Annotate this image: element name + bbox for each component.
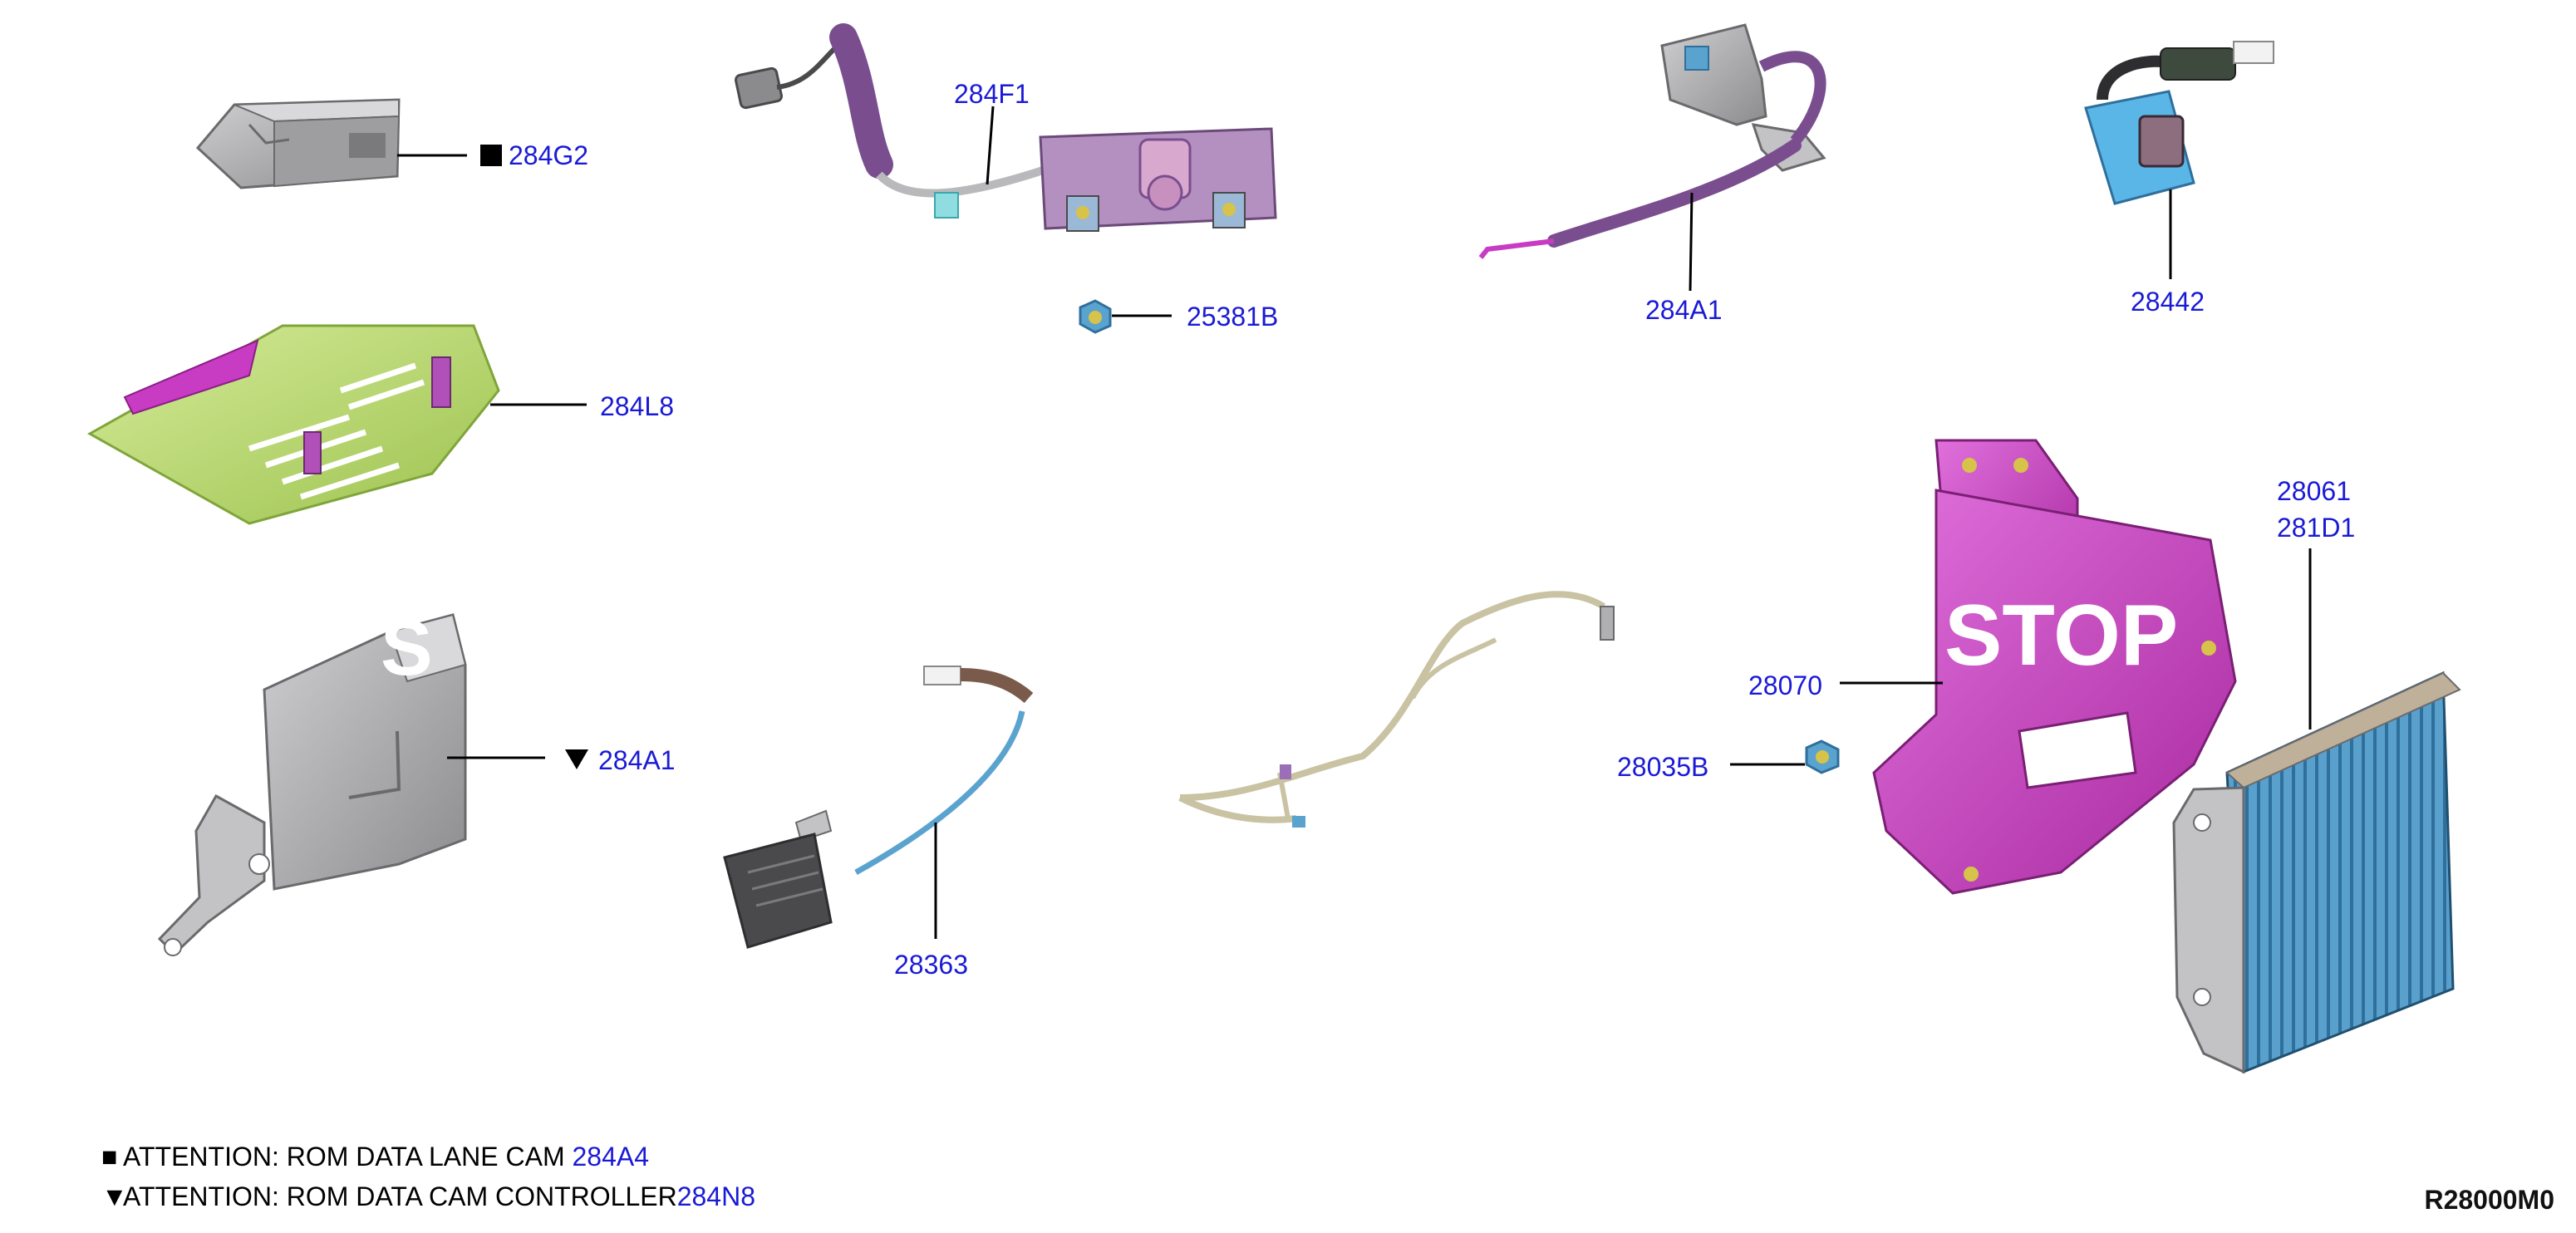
callout-28363[interactable]: 28363 [894,950,968,980]
camera-cover-part[interactable] [86,324,500,525]
attention-note-code-284A4[interactable]: 284A4 [572,1142,650,1172]
callout-281D1[interactable]: 281D1 [2277,513,2355,543]
callout-28442[interactable]: 28442 [2131,287,2205,317]
callout-28070[interactable]: 28070 [1748,671,1822,700]
callout-284A1-mid[interactable]: 284A1 [598,745,676,775]
camera-harness-bracket-part[interactable] [735,23,1277,232]
rear-camera-part[interactable] [2084,41,2274,205]
controller-bracket-part[interactable] [1872,439,2237,895]
camera-control-module-part[interactable] [2172,671,2461,1074]
side-camera-harness-part[interactable] [1478,23,1826,259]
lane-camera-module-part[interactable] [195,98,401,189]
callout-284L8[interactable]: 284L8 [600,391,674,421]
attention-note-cam-controller: ▼ATTENTION: ROM DATA CAM CONTROLLER284N8 [101,1181,755,1212]
attention-square-marker [480,145,502,166]
attention-note-text: ATTENTION: ROM DATA LANE CAM [123,1142,573,1172]
attention-note-lane-cam: ■ATTENTION: ROM DATA LANE CAM 284A4 [101,1142,649,1172]
camera-harness-28363-part[interactable] [723,666,1034,949]
attention-triangle-marker [565,749,588,769]
callout-284F1[interactable]: 284F1 [954,79,1030,109]
diagram-code: R28000M0 [2424,1185,2554,1215]
callout-28035B[interactable]: 28035B [1617,752,1708,782]
callout-25381B[interactable]: 25381B [1187,302,1278,332]
attention-note-text: ATTENTION: ROM DATA CAM CONTROLLER [123,1181,677,1211]
watermark-left: S [381,604,433,691]
camera-controller-part[interactable] [157,613,467,956]
attention-triangle-icon: ▼ [101,1181,128,1211]
watermark-right: STOP [1944,587,2178,684]
callout-284A1-top[interactable]: 284A1 [1645,295,1723,325]
nut-28035b-part[interactable] [1805,739,1840,774]
callout-284G2[interactable]: 284G2 [509,140,588,170]
nut-25381b-part[interactable] [1079,299,1112,334]
attention-square-icon: ■ [101,1142,118,1172]
attention-note-code-284N8[interactable]: 284N8 [676,1181,755,1211]
camera-main-harness-part[interactable] [1178,591,1615,828]
callout-28061[interactable]: 28061 [2277,476,2351,506]
